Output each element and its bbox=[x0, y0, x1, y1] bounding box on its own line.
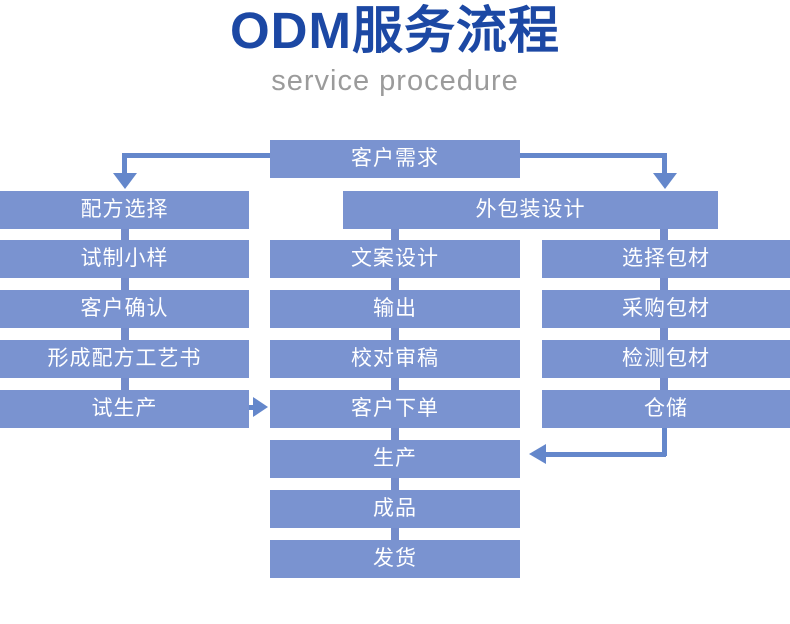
connector-tick bbox=[660, 328, 668, 340]
connector-tick bbox=[660, 278, 668, 290]
down-arrow-icon-right bbox=[653, 173, 677, 189]
connector-tick bbox=[391, 278, 399, 290]
connector-tick bbox=[391, 378, 399, 390]
box-test-material: 检测包材 bbox=[542, 340, 790, 378]
box-proofreading: 校对审稿 bbox=[270, 340, 520, 378]
box-output: 输出 bbox=[270, 290, 520, 328]
page-subtitle: service procedure bbox=[271, 65, 519, 97]
box-select-material: 选择包材 bbox=[542, 240, 790, 278]
box-packaging-design: 外包装设计 bbox=[343, 191, 718, 229]
flow-line-root-to-left bbox=[122, 153, 270, 158]
box-formula-selection: 配方选择 bbox=[0, 191, 249, 229]
connector-tick bbox=[660, 229, 668, 240]
page-title: ODM服务流程 bbox=[230, 2, 560, 59]
connector-tick bbox=[121, 378, 129, 390]
box-copy-design: 文案设计 bbox=[270, 240, 520, 278]
box-customer-confirm: 客户确认 bbox=[0, 290, 249, 328]
flow-line-warehouse-return bbox=[546, 452, 666, 457]
connector-tick bbox=[660, 378, 668, 390]
connector-tick bbox=[121, 229, 129, 240]
connector-tick bbox=[391, 229, 399, 240]
flow-line-right-drop bbox=[662, 153, 667, 174]
box-trial-sample: 试制小样 bbox=[0, 240, 249, 278]
down-arrow-icon-left bbox=[113, 173, 137, 189]
connector-tick bbox=[391, 328, 399, 340]
box-purchase-material: 采购包材 bbox=[542, 290, 790, 328]
connector-tick bbox=[391, 528, 399, 540]
connector-tick bbox=[391, 428, 399, 440]
box-production: 生产 bbox=[270, 440, 520, 478]
box-customer-demand: 客户需求 bbox=[270, 140, 520, 178]
flow-line-root-to-right bbox=[520, 153, 667, 158]
box-finished-product: 成品 bbox=[270, 490, 520, 528]
box-shipment: 发货 bbox=[270, 540, 520, 578]
right-arrow-icon bbox=[253, 397, 268, 417]
box-trial-production: 试生产 bbox=[0, 390, 249, 428]
connector-tick bbox=[391, 478, 399, 490]
connector-tick bbox=[121, 278, 129, 290]
flow-line-trial-to-order bbox=[249, 405, 255, 410]
flow-line-warehouse-drop bbox=[662, 428, 667, 456]
box-warehouse: 仓储 bbox=[542, 390, 790, 428]
box-formula-process-doc: 形成配方工艺书 bbox=[0, 340, 249, 378]
flow-line-left-drop bbox=[122, 153, 127, 174]
connector-tick bbox=[121, 328, 129, 340]
box-customer-order: 客户下单 bbox=[270, 390, 520, 428]
left-arrow-icon bbox=[529, 444, 546, 464]
